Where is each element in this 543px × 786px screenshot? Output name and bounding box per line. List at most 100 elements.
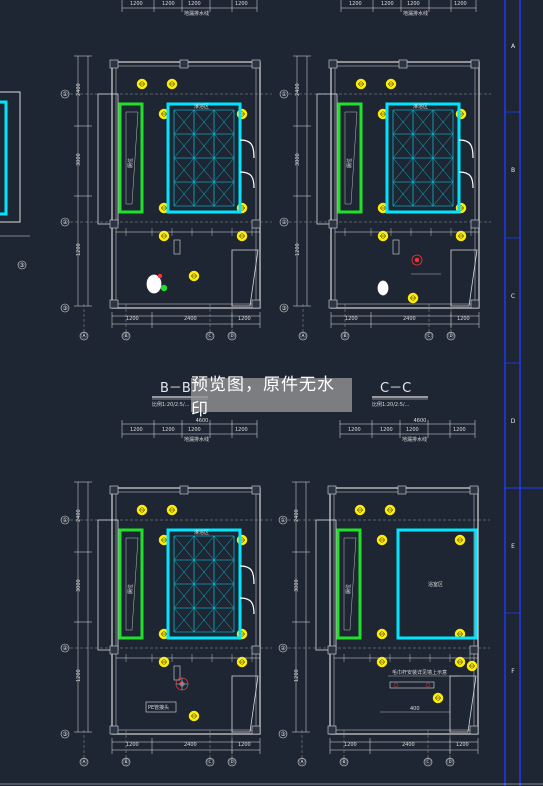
- left-dim-text: 1200: [295, 243, 301, 256]
- shower-grid-diag: [173, 607, 195, 633]
- shower-grid-diag: [213, 535, 235, 561]
- shower-grid-diag: [213, 583, 235, 609]
- top-dim-text: 1200: [162, 427, 175, 433]
- shower-grid-diag: [193, 181, 215, 207]
- axis-bubble: [446, 331, 456, 341]
- shower-grid-diag: [432, 109, 454, 135]
- border-grid-label: C: [511, 293, 515, 300]
- bottom-dim-text: 1200: [126, 742, 139, 748]
- shower-grid-diag: [412, 157, 434, 183]
- structural-column: [328, 299, 338, 309]
- axis-bubble-label: ①: [62, 517, 67, 524]
- axis-bubble-label: Ⓓ: [448, 332, 454, 340]
- top-dim-text: 1200: [453, 427, 466, 433]
- shower-grid-diag: [392, 181, 414, 207]
- structural-column: [398, 59, 408, 69]
- axis-bubble: [278, 643, 288, 653]
- open-room-label: 浴室区: [428, 581, 443, 588]
- plan-d-dim: 400: [410, 706, 420, 712]
- structural-column: [109, 725, 119, 735]
- structural-column: [327, 485, 337, 495]
- axis-bubble-label: ①: [62, 91, 67, 98]
- toilet-bowl: [146, 274, 162, 294]
- axis-bubble-label: Ⓒ: [207, 332, 213, 340]
- bottom-dim-text: 2400: [184, 742, 197, 748]
- structural-column: [251, 485, 261, 495]
- left-dim-text: 1200: [76, 669, 82, 682]
- towel-bar: [389, 681, 435, 689]
- axis-bubble-label: Ⓑ: [123, 758, 129, 766]
- border-grid-label: D: [511, 418, 516, 425]
- axis-bubble-label: Ⓒ: [426, 332, 432, 340]
- axis-bubble-label: ③: [281, 305, 286, 312]
- axis-bubble: [340, 331, 350, 341]
- section-title-c-text: C－C: [380, 381, 411, 396]
- inner-wall: [115, 491, 257, 731]
- left-wall-block: [97, 93, 119, 225]
- green-room: [336, 528, 362, 640]
- shower-grid-diag: [392, 109, 414, 135]
- structural-column: [251, 299, 261, 309]
- bench-outline: [344, 111, 358, 205]
- top-dim-text: 1200: [349, 1, 362, 7]
- shower-pipe: [239, 171, 255, 189]
- structural-column: [109, 485, 119, 495]
- axis-bubble: [60, 217, 70, 227]
- axis-bubble: [278, 515, 288, 525]
- structural-column: [327, 725, 337, 735]
- axis-bubble: [279, 89, 289, 99]
- shower-grid-diag: [412, 133, 434, 159]
- left-dim-text: 3000: [294, 579, 300, 592]
- shower-grid-diag: [193, 583, 215, 609]
- axis-bubble-label: Ⓐ: [300, 332, 306, 340]
- shower-grid-diag: [392, 133, 414, 159]
- axis-bubble-label: Ⓓ: [229, 758, 235, 766]
- shower-grid-diag: [193, 133, 215, 159]
- structural-column: [251, 725, 261, 735]
- green-room-label: 厕位: [346, 158, 353, 168]
- inner-wall: [115, 65, 257, 305]
- green-room: [118, 528, 144, 640]
- top-note: 地漏排水线: [184, 10, 209, 17]
- left-wall-block: [316, 93, 338, 225]
- border-grid-label: B: [511, 167, 515, 174]
- top-note: 地漏排水线: [403, 10, 428, 17]
- axis-bubble: [278, 729, 288, 739]
- axis-bubble-label: Ⓑ: [342, 332, 348, 340]
- door-slab: [231, 249, 259, 307]
- structural-column: [179, 485, 189, 495]
- bottom-dim-text: 1200: [456, 742, 469, 748]
- axis-bubble: [205, 757, 215, 767]
- pipe-riser: [173, 665, 181, 681]
- inner-wall: [333, 491, 475, 731]
- cyan-room-open: [396, 528, 478, 640]
- left-dim-text: 1200: [76, 243, 82, 256]
- structural-column: [251, 59, 261, 69]
- top-dim-text: 1200: [162, 1, 175, 7]
- axis-bubble-label: ①: [281, 91, 286, 98]
- shower-grid-diag: [412, 109, 434, 135]
- axis-bubble-label: ②: [62, 645, 68, 652]
- toilet-bowl: [377, 280, 389, 296]
- outer-wall: [330, 61, 480, 309]
- axis-bubble-label: ①: [280, 517, 285, 524]
- outer-wall: [329, 487, 479, 735]
- axis-bubble-label: Ⓐ: [299, 758, 305, 766]
- shower-grid-diag: [193, 535, 215, 561]
- structural-column: [179, 59, 189, 69]
- shower-grid-diag: [432, 133, 454, 159]
- axis-bubble-label: Ⓑ: [341, 758, 347, 766]
- bottom-dim-text: 1200: [126, 316, 139, 322]
- cyan-room: [385, 102, 461, 214]
- shower-grid-diag: [193, 559, 215, 585]
- bottom-dim-text: 1200: [344, 742, 357, 748]
- cyan-room-label: 淋浴区: [194, 103, 209, 110]
- axis-bubble-label: ②: [281, 219, 287, 226]
- axis-bubble: [60, 729, 70, 739]
- shower-grid-diag: [173, 535, 195, 561]
- shower-grid-diag: [173, 559, 195, 585]
- axis-bubble: [279, 217, 289, 227]
- shower-grid-diag: [213, 133, 235, 159]
